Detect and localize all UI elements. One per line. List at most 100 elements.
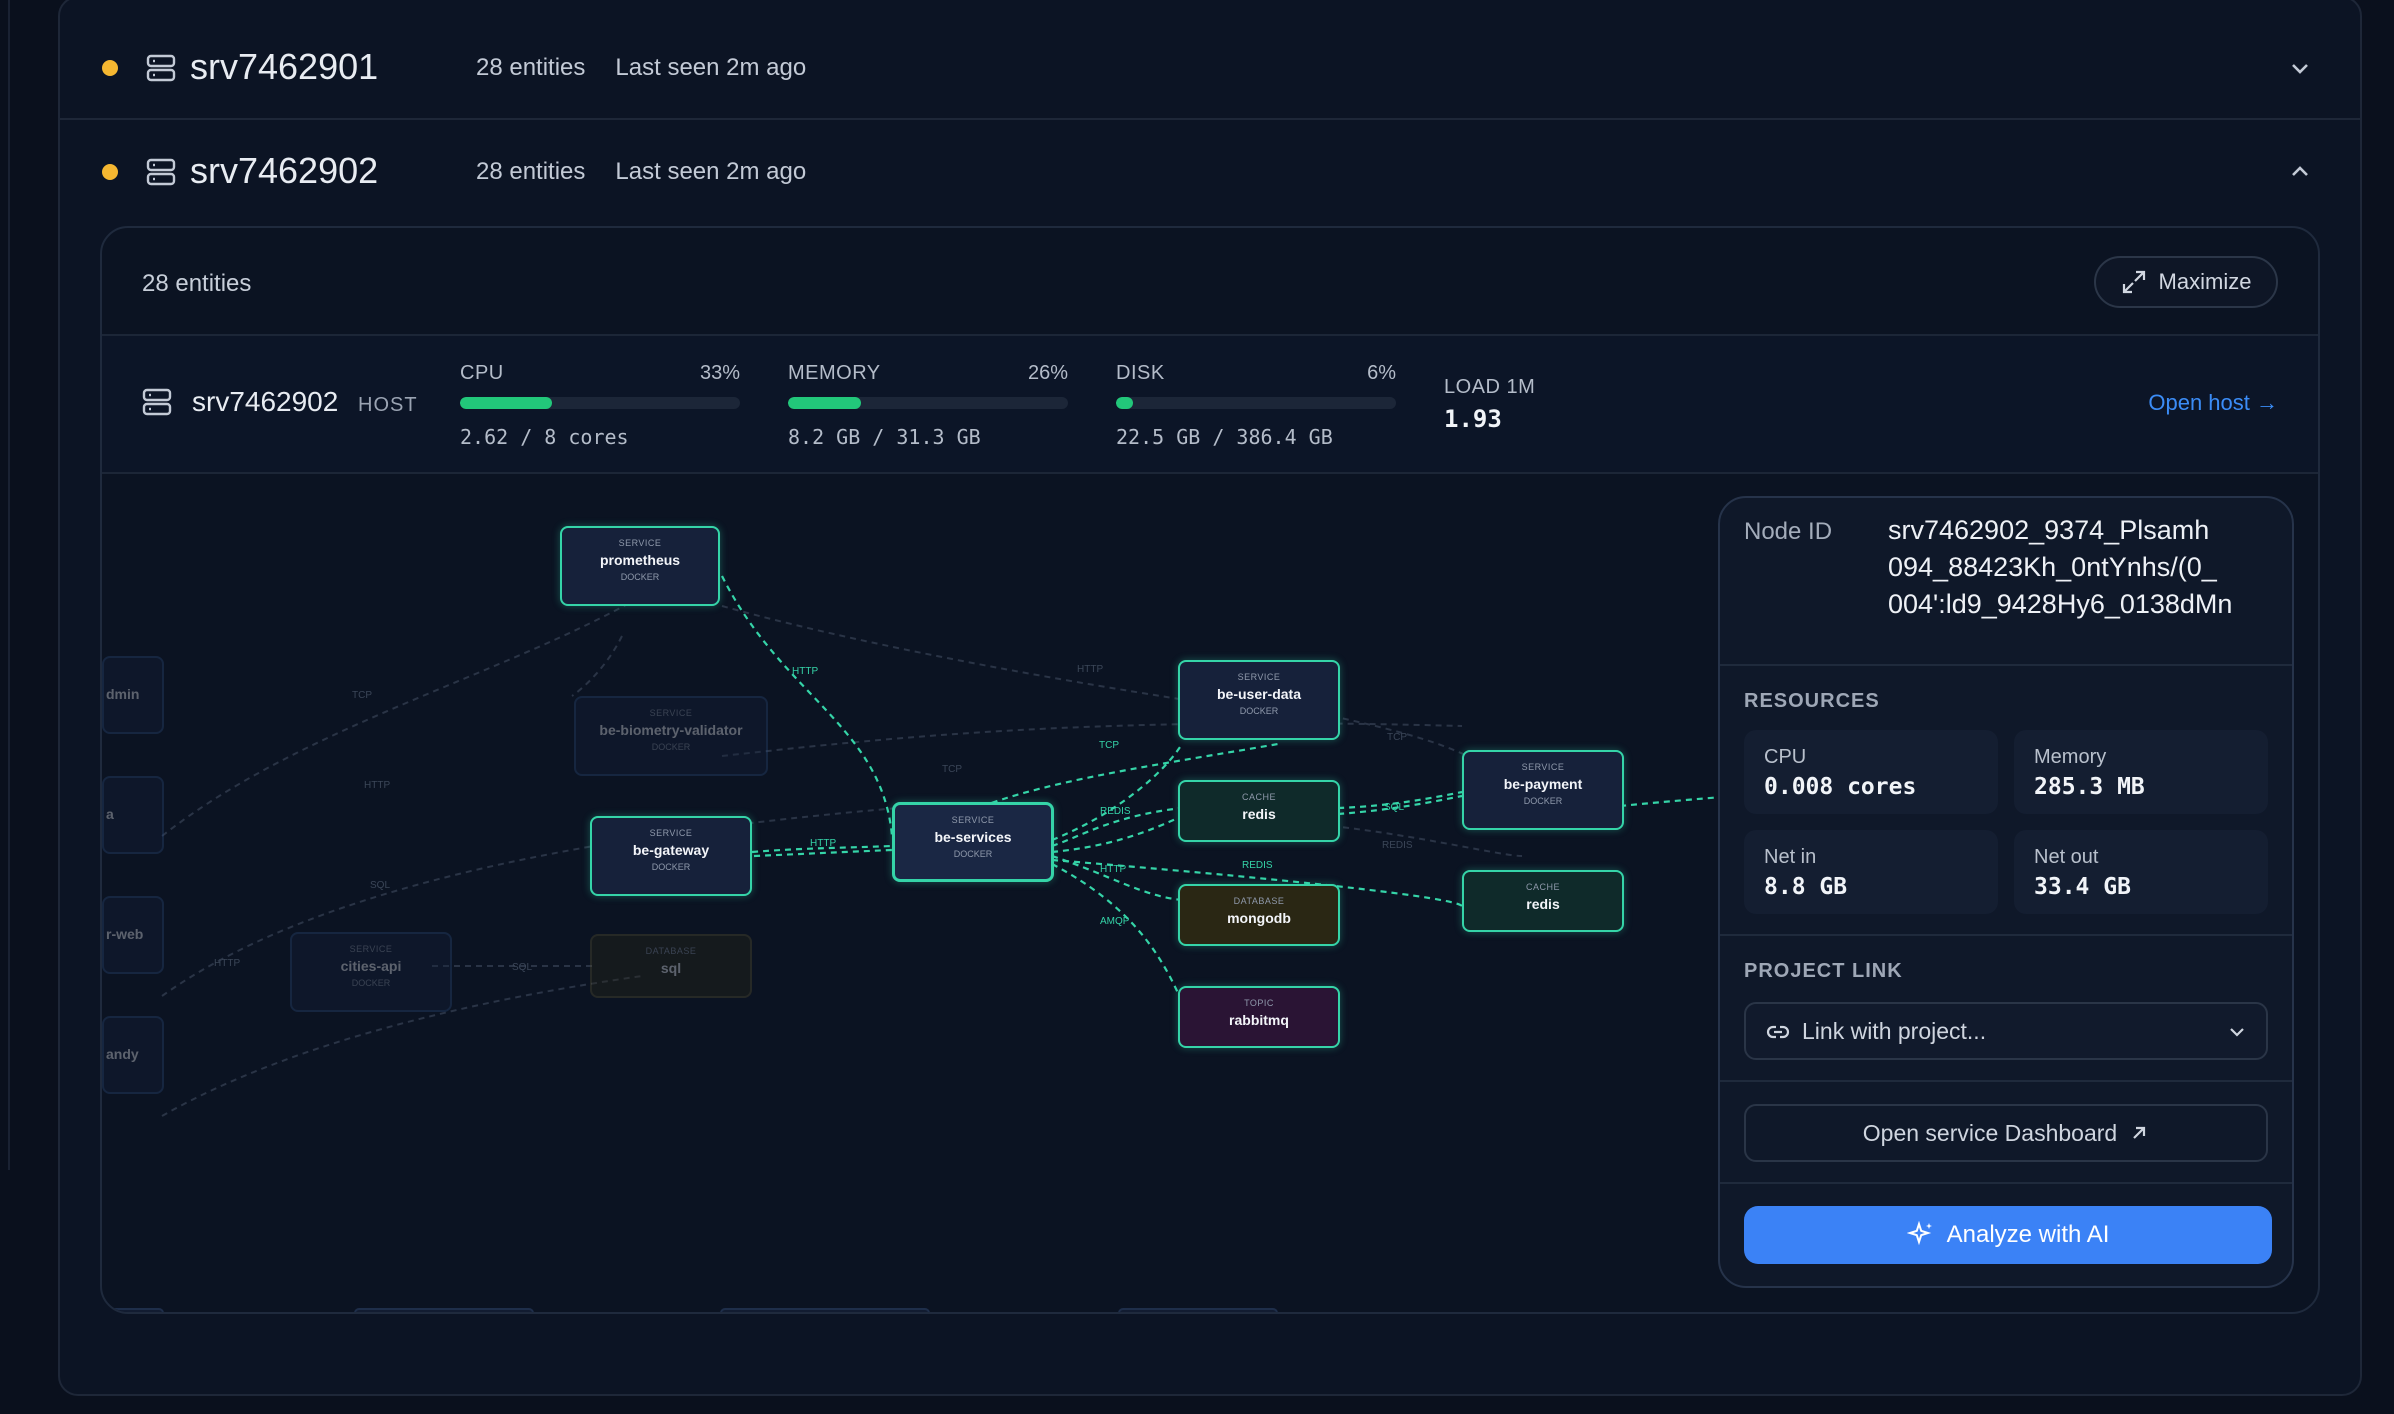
- edge-services-mongodb: [1051, 854, 1183, 902]
- edge-label: REDIS: [1242, 860, 1273, 871]
- disk-value: 22.5 GB / 386.4 GB: [1116, 425, 1333, 449]
- dim-edge-label: HTTP: [1077, 664, 1103, 675]
- graph-node-clipped[interactable]: a: [102, 776, 164, 854]
- maximize-icon: [2122, 270, 2145, 294]
- dim-edge-label: HTTP: [364, 780, 390, 791]
- node-id-label: Node ID: [1744, 518, 1833, 545]
- graph-node-offscreen: [102, 1308, 164, 1312]
- edge-gateway-services: [751, 844, 893, 854]
- dim-edge: [571, 635, 623, 697]
- panel-title: 28 entities: [142, 270, 252, 297]
- disk-percent: 6%: [1367, 362, 1396, 384]
- memory-percent: 26%: [1027, 362, 1068, 384]
- cpu-metric: CPU 33% 2.62 / 8 cores: [460, 362, 740, 449]
- edge-services-rabbitmq: [1051, 863, 1184, 1003]
- load-value: 1.93: [1444, 405, 1502, 433]
- dim-edge-label: TCP: [942, 764, 962, 775]
- project-link-section: PROJECT LINK Link with project...: [1720, 936, 2292, 1082]
- dim-edge: [161, 595, 643, 837]
- dim-edge-label: SQL: [512, 962, 532, 973]
- edge-redis-payment: [1337, 790, 1463, 810]
- chevron-up-icon[interactable]: [2288, 160, 2312, 184]
- memory-value: 8.2 GB / 31.3 GB: [788, 425, 981, 449]
- external-link-icon: [2133, 1126, 2146, 1139]
- disk-label: DISK: [1116, 362, 1165, 384]
- edge-prometheus-services: [721, 575, 894, 837]
- dim-edge: [161, 975, 643, 1117]
- card-value: 285.3 MB: [2034, 774, 2145, 800]
- chevron-down-icon[interactable]: [2288, 56, 2312, 80]
- dim-edge-label: REDIS: [1382, 840, 1413, 851]
- edge-label: HTTP: [792, 666, 818, 677]
- chevron-down-icon: [2230, 1028, 2244, 1037]
- maximize-button[interactable]: Maximize: [2094, 256, 2278, 308]
- node-detail-panel: Node ID srv7462902_9374_Plsamh 094_88423…: [1718, 496, 2294, 1288]
- node-id-line: 004':ld9_9428Hy6_0138dMn: [1888, 589, 2233, 619]
- project-link-placeholder: Link with project...: [1802, 1018, 1987, 1044]
- analyze-ai-label: Analyze with AI: [1946, 1221, 2110, 1248]
- card-value: 8.8 GB: [1764, 874, 1848, 900]
- graph-node-clipped[interactable]: r-web: [102, 896, 164, 974]
- host-name: srv7462902: [190, 150, 379, 191]
- memory-metric: MEMORY 26% 8.2 GB / 31.3 GB: [788, 362, 1068, 449]
- topology-graph[interactable]: TCP HTTP SQL HTTP SQL TCP HTTP TCP REDIS: [102, 476, 2318, 1312]
- load-label: LOAD 1M: [1444, 376, 1536, 398]
- node-id-line: 094_88423Kh_0ntYnhs/(0_: [1888, 552, 2217, 582]
- entity-count: 28 entities: [476, 54, 586, 81]
- link-icon: [1766, 1025, 1790, 1039]
- host-meta: 28 entities Last seen 2m ago: [476, 54, 836, 82]
- edge-label: HTTP: [1100, 864, 1126, 875]
- left-divider: [8, 0, 10, 1170]
- dim-edge: [1331, 715, 1523, 807]
- sparkle-icon: [1906, 1221, 1932, 1246]
- host-tag: HOST: [358, 394, 418, 416]
- memory-label: MEMORY: [788, 362, 881, 384]
- node-id-line: srv7462902_9374_Plsamh: [1888, 515, 2210, 545]
- host-summary-name: srv7462902: [192, 386, 339, 417]
- last-seen: Last seen 2m ago: [615, 54, 807, 81]
- graph-node-clipped[interactable]: dmin: [102, 656, 164, 734]
- resources-label: RESOURCES: [1744, 690, 1880, 712]
- disk-bar-fill: [1116, 397, 1133, 409]
- graph-node-offscreen: [720, 1308, 930, 1312]
- graph-node-clipped[interactable]: andy: [102, 1016, 164, 1094]
- cpu-bar-fill: [460, 397, 553, 409]
- edge-services-redis: [1051, 806, 1183, 848]
- server-icon: [142, 388, 172, 416]
- dashboard-section: Open service Dashboard: [1720, 1082, 2292, 1184]
- edge-gateway-services-2: [753, 848, 893, 858]
- open-host-link[interactable]: Open host →: [2148, 390, 2278, 415]
- edge-label: REDIS: [1100, 806, 1131, 817]
- card-label: Net out: [2034, 846, 2099, 868]
- card-value: 0.008 cores: [1764, 774, 1917, 800]
- status-dot: [102, 164, 118, 180]
- status-dot: [102, 60, 118, 76]
- edge-label: AMQP: [1100, 916, 1130, 927]
- node-id-section: Node ID srv7462902_9374_Plsamh 094_88423…: [1720, 498, 2292, 666]
- open-dashboard-button[interactable]: Open service Dashboard: [1744, 1104, 2268, 1162]
- project-link-select[interactable]: Link with project...: [1744, 1002, 2268, 1060]
- edge-label: TCP: [1099, 740, 1119, 751]
- dim-edge: [161, 805, 923, 997]
- analyze-ai-button[interactable]: Analyze with AI: [1744, 1206, 2272, 1264]
